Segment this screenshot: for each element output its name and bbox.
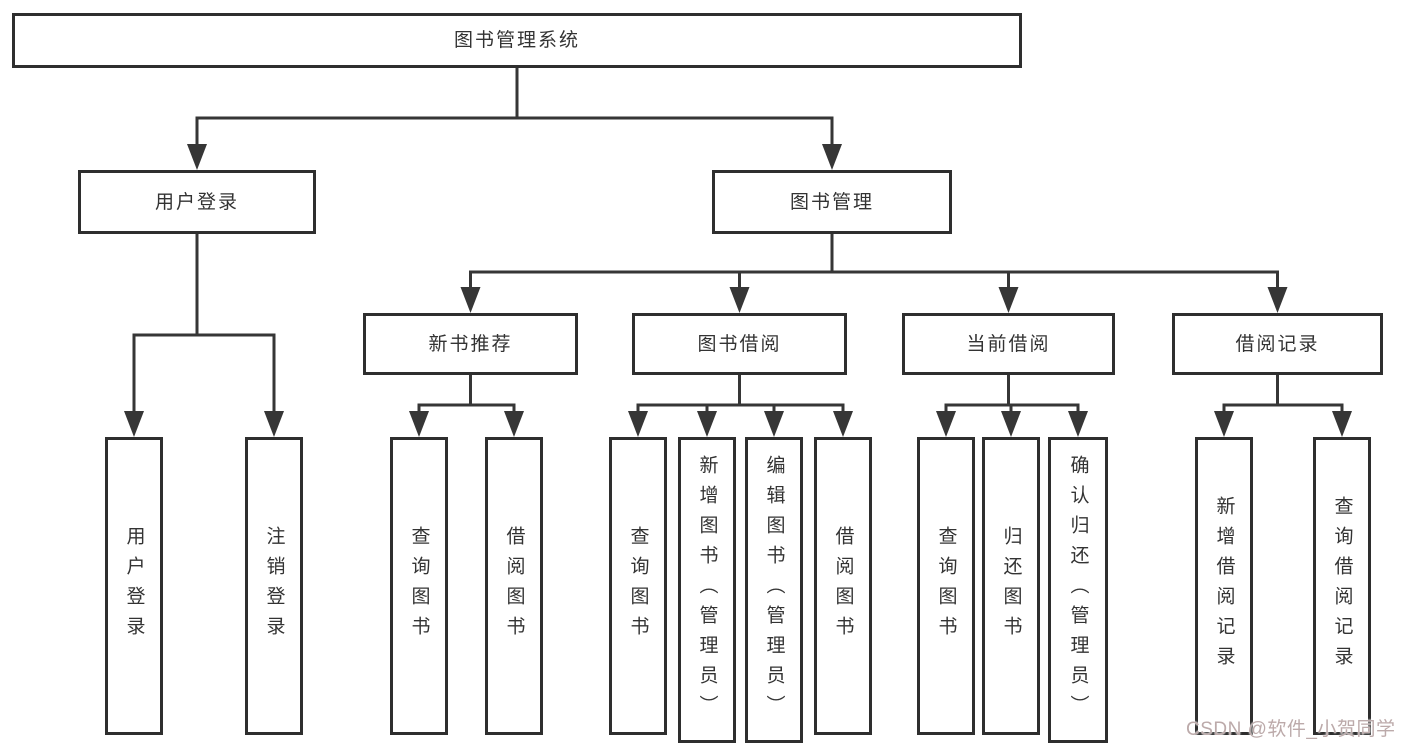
arrowhead (1332, 411, 1352, 437)
node-leaf-borrow-books-2: 借阅图书 (814, 437, 872, 735)
arrowhead (409, 411, 429, 437)
node-leaf-query-borrow-record: 查询借阅记录 (1313, 437, 1371, 735)
arrowhead (504, 411, 524, 437)
node-leaf-logout: 注销登录 (245, 437, 303, 735)
node-leaf-add-borrow-record: 新增借阅记录 (1195, 437, 1253, 735)
edge-book-mgmt (460, 232, 1288, 313)
arrowhead (187, 144, 207, 170)
node-leaf-add-books: 新增图书（管理员） (678, 437, 736, 743)
node-leaf-user-login: 用户登录 (105, 437, 163, 735)
node-leaf-query-books-current: 查询图书 (917, 437, 975, 735)
arrowhead (822, 144, 842, 170)
edge-root (187, 66, 842, 170)
node-leaf-edit-books: 编辑图书（管理员） (745, 437, 803, 743)
arrowhead (697, 411, 717, 437)
node-book-borrow: 图书借阅 (632, 313, 847, 375)
edge-current-borrow (936, 373, 1088, 437)
arrowhead (460, 287, 481, 313)
node-leaf-confirm-return: 确认归还（管理员） (1048, 437, 1108, 743)
node-new-books: 新书推荐 (363, 313, 578, 375)
arrowhead (628, 411, 648, 437)
node-root: 图书管理系统 (12, 13, 1022, 68)
node-leaf-query-books-borrow: 查询图书 (609, 437, 667, 735)
node-leaf-borrow-books-new: 借阅图书 (485, 437, 543, 735)
node-book-mgmt: 图书管理 (712, 170, 952, 234)
arrowhead (764, 411, 784, 437)
arrowhead (833, 411, 853, 437)
node-borrow-records: 借阅记录 (1172, 313, 1383, 375)
node-leaf-return-books: 归还图书 (982, 437, 1040, 735)
arrowhead (1267, 287, 1288, 313)
csdn-watermark: CSDN @软件_小贺同学 (1186, 719, 1396, 740)
node-user-login: 用户登录 (78, 170, 316, 234)
arrowhead (1068, 411, 1088, 437)
edge-new-books (409, 373, 524, 437)
arrowhead (124, 411, 144, 437)
arrowhead (998, 287, 1019, 313)
arrowhead (729, 287, 750, 313)
arrowhead (1214, 411, 1234, 437)
node-current-borrow: 当前借阅 (902, 313, 1115, 375)
arrowhead (936, 411, 956, 437)
edge-user-login (124, 232, 284, 437)
edge-borrow-records (1214, 373, 1352, 437)
arrowhead (1001, 411, 1021, 437)
edge-book-borrow (628, 373, 853, 437)
node-leaf-query-books-new: 查询图书 (390, 437, 448, 735)
arrowhead (264, 411, 284, 437)
